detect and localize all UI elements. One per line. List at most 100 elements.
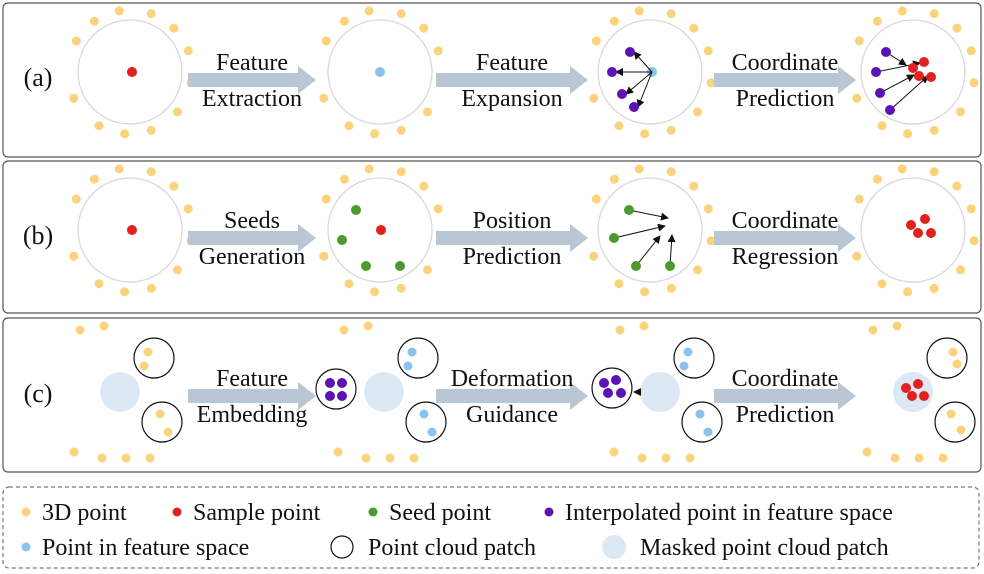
sample-point (914, 71, 924, 81)
point-cloud-patch (133, 337, 175, 379)
point-3d (903, 129, 913, 139)
point-3d (422, 265, 432, 275)
point-3d (685, 453, 695, 463)
legend-label: Interpolated point in feature space (565, 500, 893, 526)
expansion-arrow (633, 51, 653, 73)
step-label-line1: Seeds (224, 208, 280, 234)
point-3d (615, 325, 625, 335)
feature-point (407, 347, 417, 357)
point-3d (703, 46, 713, 56)
step-arrow (188, 66, 316, 94)
feature-point (403, 361, 413, 371)
point-3d (75, 325, 85, 335)
step-label-line2: Guidance (466, 402, 558, 428)
seed-point (631, 261, 641, 271)
interpolated-point (603, 388, 613, 398)
point-3d (361, 453, 371, 463)
point-3d (852, 251, 862, 261)
sample-point (913, 228, 923, 238)
point-3d (364, 6, 374, 16)
point-3d (120, 129, 130, 139)
point-3d (640, 287, 650, 297)
patch-outline (860, 19, 966, 125)
point-3d (614, 121, 624, 131)
point-3d (172, 265, 182, 275)
seed-point (395, 261, 405, 271)
point-3d (938, 453, 948, 463)
expansion-arrow (625, 71, 653, 95)
legend-label: Point cloud patch (368, 535, 536, 561)
point-3d (419, 23, 429, 33)
point-3d (370, 129, 380, 139)
point-cloud-patch (681, 401, 723, 443)
point-3d (339, 16, 349, 26)
panel-frame-1 (2, 160, 982, 314)
point-3d (952, 181, 962, 191)
point-3d (139, 361, 149, 371)
point-3d (929, 283, 939, 293)
point-3d (364, 164, 374, 174)
sample-point (127, 67, 137, 77)
feature-point (695, 409, 705, 419)
point-3d (892, 321, 902, 331)
point-3d (344, 279, 354, 289)
point-3d (872, 16, 882, 26)
point-3d (121, 453, 131, 463)
legend-interpolated-icon (544, 507, 554, 517)
seed-point (609, 233, 619, 243)
interpolated-point (629, 102, 639, 112)
position-arrow (667, 234, 676, 267)
seed-point (351, 205, 361, 215)
interpolated-point (885, 105, 895, 115)
sample-point (908, 63, 918, 73)
point-3d (363, 321, 373, 331)
point-3d (385, 453, 395, 463)
legend-sample-icon (172, 507, 182, 517)
sample-point (907, 391, 917, 401)
interpolated-point (871, 67, 881, 77)
point-3d (169, 23, 179, 33)
point-3d (71, 194, 81, 204)
feature-point (419, 409, 429, 419)
point-3d (956, 425, 966, 435)
point-3d (97, 453, 107, 463)
seed-point (624, 205, 634, 215)
point-cloud-patch (397, 337, 439, 379)
panel-frame-2 (2, 317, 982, 473)
patch-outline (327, 177, 433, 283)
step-label-line2: Generation (199, 244, 306, 270)
interpolated-point (325, 391, 335, 401)
point-3d (321, 36, 331, 46)
patch-outline (327, 19, 433, 125)
legend-label: 3D point (42, 500, 127, 526)
step-label-line1: Feature (476, 50, 548, 76)
point-3d (914, 453, 924, 463)
point-3d (69, 447, 79, 457)
point-3d (929, 167, 939, 177)
step-label-line2: Expansion (461, 86, 562, 112)
interpolated-point (611, 375, 621, 385)
point-3d (854, 194, 864, 204)
legend-masked-icon (602, 535, 626, 559)
point-3d (661, 453, 671, 463)
legend-label: Masked point cloud patch (640, 535, 889, 561)
point-3d (433, 46, 443, 56)
point-3d (890, 453, 900, 463)
step-label-line1: Feature (216, 50, 288, 76)
interpolated-point (625, 47, 635, 57)
point-3d (319, 251, 329, 261)
interpolated-point (617, 89, 627, 99)
step-label-line1: Deformation (451, 366, 574, 392)
seed-point (337, 235, 347, 245)
point-3d (321, 194, 331, 204)
point-3d (706, 78, 716, 88)
position-arrow (635, 235, 661, 267)
point-cloud-patch (926, 337, 968, 379)
point-3d (897, 6, 907, 16)
point-3d (396, 9, 406, 19)
point-3d (609, 447, 619, 457)
masked-patch (100, 372, 140, 412)
patch-outline (597, 177, 703, 283)
point-3d (344, 121, 354, 131)
step-arrow (188, 382, 316, 410)
